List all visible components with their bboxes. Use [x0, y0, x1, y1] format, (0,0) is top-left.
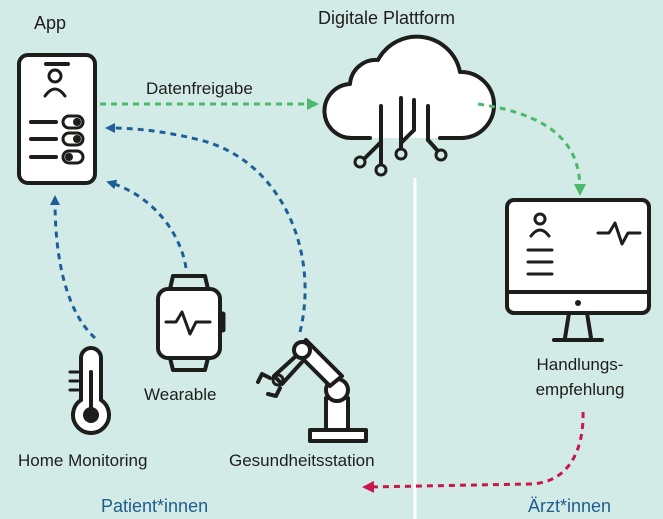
arrow-platform-to-doctor	[477, 102, 586, 196]
monitor-icon	[505, 198, 651, 342]
recommendation-label-line2: empfehlung	[535, 380, 625, 399]
smartphone-icon	[17, 53, 97, 185]
arrow-health-station-to-app	[105, 123, 307, 333]
data-sharing-label: Datenfreigabe	[146, 79, 253, 98]
smartwatch-icon	[156, 274, 226, 372]
doctors-group-label: Ärzt*innen	[528, 496, 612, 516]
platform-label: Digitale Plattform	[318, 8, 456, 28]
recommendation-label-line1: Handlungs-	[536, 355, 624, 374]
app-label: App	[34, 13, 67, 33]
health-station-label: Gesundheitsstation	[229, 451, 375, 470]
patients-group-label: Patient*innen	[101, 496, 209, 516]
cloud-circuit-icon	[322, 34, 496, 177]
arrow-wearable-to-app	[106, 179, 188, 269]
arrow-doctor-to-patient	[362, 411, 585, 493]
thermometer-icon	[68, 346, 111, 435]
arrow-home-monitoring-to-app	[50, 195, 97, 340]
home-monitoring-label: Home Monitoring	[18, 451, 148, 470]
robot-arm-icon	[256, 338, 368, 443]
wearable-label: Wearable	[144, 385, 217, 404]
